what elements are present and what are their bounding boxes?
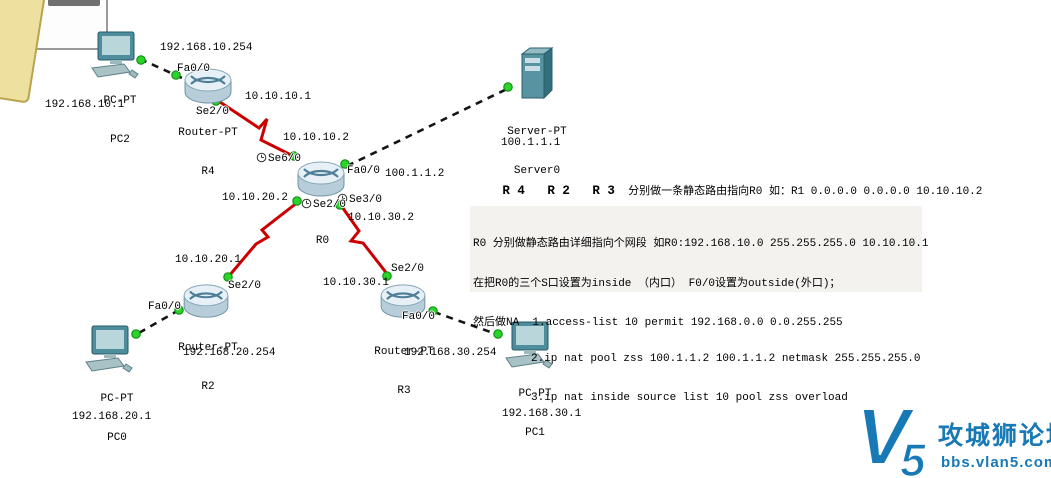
annotation-static-routes: R 4 R 2 R 3 分别做一条静态路由指向R0 如：R1 0.0.0.0 0… bbox=[476, 170, 982, 210]
port-label-r4-fa0-0: Fa0/0 bbox=[177, 63, 211, 75]
dce-clock-icon bbox=[256, 152, 267, 163]
ip-label-r0-se30: 10.10.30.2 bbox=[348, 212, 415, 224]
ip-label-r0-se60: 10.10.10.2 bbox=[283, 132, 350, 144]
router-icon bbox=[380, 284, 426, 318]
r0-device-icon[interactable] bbox=[296, 159, 346, 206]
link-r2-pc0[interactable] bbox=[136, 308, 180, 336]
annotation-route-text: 分别做一条静态路由指向R0 如：R1 0.0.0.0 0.0.0.0 10.10… bbox=[614, 186, 983, 198]
logo-v-glyph: V bbox=[856, 392, 915, 478]
pc-icon bbox=[85, 325, 133, 373]
v5-logo-graphic: V 5 攻城狮论坛 bbs.vlan5.com bbox=[855, 391, 1051, 478]
annotation-line: 然后做NA 1.access-list 10 permit 192.168.0.… bbox=[473, 317, 843, 330]
ip-label-r4-lan: 192.168.10.254 bbox=[160, 42, 253, 54]
pc-icon bbox=[505, 321, 553, 369]
r3-device-icon[interactable] bbox=[378, 283, 428, 326]
port-label-r2-fa0-0: Fa0/0 bbox=[148, 301, 182, 313]
pc0-device-icon[interactable] bbox=[84, 324, 136, 381]
link-r0-r2-serial[interactable] bbox=[227, 200, 299, 277]
ip-label-r2-wan: 10.10.20.1 bbox=[175, 254, 242, 266]
link-status-dot bbox=[131, 329, 141, 339]
link-status-dot bbox=[289, 151, 299, 161]
link-status-dot bbox=[136, 55, 146, 65]
port-label-r0-se3-0: Se3/0 bbox=[337, 193, 382, 207]
router-icon bbox=[183, 284, 229, 318]
pc1-label: PC-PT PC1 bbox=[518, 388, 552, 439]
link-status-dot bbox=[174, 305, 184, 315]
link-status-dot bbox=[382, 271, 392, 281]
r2-label: Router-PT R2 bbox=[178, 342, 238, 393]
server0-label: Server-PT Server0 bbox=[507, 126, 567, 177]
link-r4-r0-serial[interactable] bbox=[213, 96, 296, 159]
link-status-dot bbox=[340, 159, 350, 169]
server-icon bbox=[520, 47, 554, 100]
pc-icon bbox=[91, 31, 139, 79]
annotation-nat-config: R0 分别做静态路由详细指向个网段 如R0:192.168.10.0 255.2… bbox=[473, 210, 928, 432]
ip-label-pc1: 192.168.30.1 bbox=[502, 408, 582, 420]
forum-logo: V 5 攻城狮论坛 bbs.vlan5.com bbox=[842, 391, 1051, 478]
port-label-r3-se2-0: Se2/0 bbox=[391, 263, 425, 275]
ip-label-r3-lan: 192.168.30.254 bbox=[404, 347, 497, 359]
link-status-dot bbox=[493, 329, 503, 339]
ip-label-r4-wan: 10.10.10.1 bbox=[245, 91, 312, 103]
link-r3-pc1[interactable] bbox=[433, 310, 500, 337]
port-label-r0-fa0-0: Fa0/0 bbox=[347, 165, 381, 177]
annotation-line: 3.ip nat inside source list 10 pool zss … bbox=[531, 392, 848, 405]
r4-device-icon[interactable] bbox=[183, 67, 233, 112]
port-label-r4-se2-0: Se2/0 bbox=[196, 106, 230, 118]
annotation-line: 2.ip nat pool zss 100.1.1.2 100.1.1.2 ne… bbox=[531, 352, 921, 365]
router-icon bbox=[297, 161, 345, 197]
link-status-dot bbox=[428, 306, 438, 316]
annotation-line: 在把R0的三个S口设置为inside （内口） F0/0设置为outside(外… bbox=[473, 277, 841, 290]
logo-forum-title: 攻城狮论坛 bbox=[938, 421, 1051, 450]
link-status-dot bbox=[223, 272, 233, 282]
r3-label: Router-PT R3 bbox=[374, 346, 434, 397]
router-icon bbox=[184, 68, 232, 104]
ip-label-r0-se20: 10.10.20.2 bbox=[222, 192, 289, 204]
port-label-r2-se2-0: Se2/0 bbox=[228, 280, 262, 292]
annotation-panel bbox=[470, 206, 922, 292]
link-r0-server0[interactable] bbox=[346, 86, 510, 168]
ip-label-pc2: 192.168.10.1 bbox=[45, 99, 125, 111]
link-status-dot bbox=[503, 82, 513, 92]
port-label-r0-se6-0: Se6/0 bbox=[256, 152, 301, 166]
dce-clock-icon bbox=[301, 198, 312, 209]
ip-label-r0-fa00: 100.1.1.2 bbox=[385, 168, 445, 180]
link-status-dot bbox=[171, 70, 181, 80]
dce-clock-icon bbox=[337, 193, 348, 204]
pc0-label: PC-PT PC0 bbox=[100, 393, 134, 444]
r4-label: Router-PT R4 bbox=[178, 127, 238, 178]
link-r0-r3-serial[interactable] bbox=[338, 203, 390, 276]
ip-label-pc0: 192.168.20.1 bbox=[72, 411, 152, 423]
pc2-device-icon[interactable] bbox=[90, 30, 142, 87]
server0-device-icon[interactable] bbox=[516, 46, 556, 107]
r2-device-icon[interactable] bbox=[181, 283, 231, 326]
port-label-r0-se2-0: Se2/0 bbox=[301, 198, 346, 212]
logo-five-glyph: 5 bbox=[900, 434, 927, 478]
pc1-device-icon[interactable] bbox=[504, 320, 556, 377]
note-card-titlebar bbox=[48, 0, 100, 6]
annotation-line: R0 分别做静态路由详细指向个网段 如R0:192.168.10.0 255.2… bbox=[473, 238, 929, 250]
annotation-bold-routers: R 4 R 2 R 3 bbox=[502, 184, 615, 198]
pc2-label: PC-PT PC2 bbox=[103, 95, 137, 146]
logo-site-url: bbs.vlan5.com bbox=[941, 454, 1051, 471]
port-label-r3-fa0-0: Fa0/0 bbox=[402, 311, 436, 323]
ip-label-r3-wan: 10.10.30.1 bbox=[323, 277, 390, 289]
link-status-dot bbox=[292, 196, 302, 206]
ip-label-server0: 100.1.1.1 bbox=[501, 137, 561, 149]
ip-label-r2-lan: 192.168.20.254 bbox=[183, 347, 276, 359]
r0-label: R0 bbox=[315, 235, 330, 247]
